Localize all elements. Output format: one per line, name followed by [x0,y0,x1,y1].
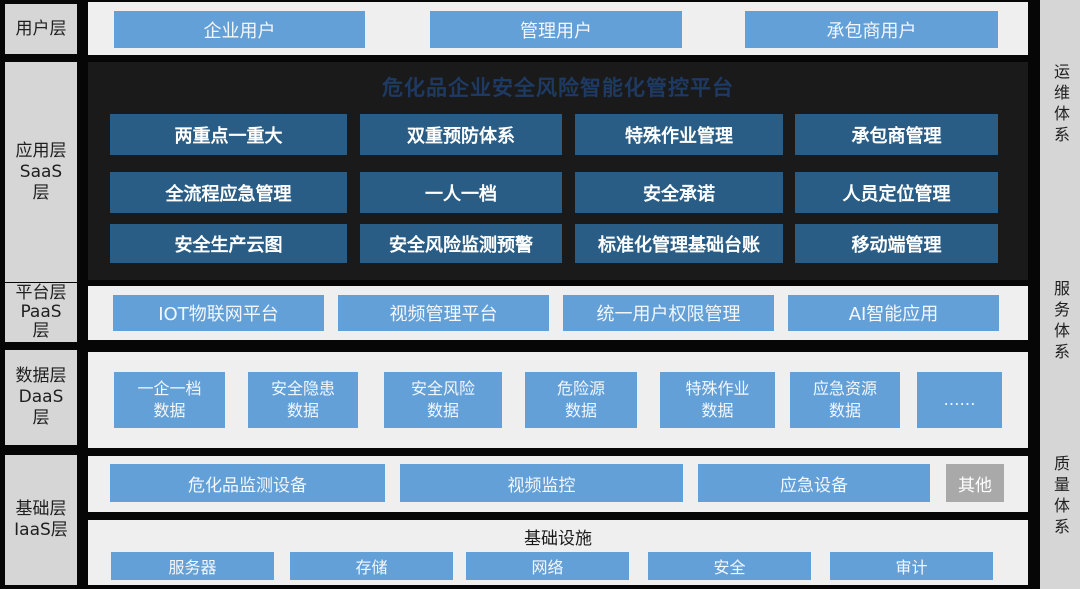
paas-panel: IOT物联网平台 视频管理平台 统一用户权限管理 AI智能应用 [88,286,1028,340]
layer-label-paas: 平台层 PaaS 层 [5,283,77,342]
layer-label-iaas: 基础层 IaaS层 [5,455,77,585]
system-label-service: 服务体系 [1051,280,1070,364]
user-btn-contractor: 承包商用户 [745,11,998,48]
daas-box-line: 数据 [701,401,734,420]
infra-panel: 基础设施 服务器 存储 网络 安全 审计 [88,520,1028,585]
daas-box-more: …… [917,372,1002,428]
module-safety-commitment: 安全承诺 [575,172,783,213]
layer-label-text: 层 [32,408,50,428]
infra-btn-network: 网络 [466,552,629,580]
iaas-btn-monitor-device: 危化品监测设备 [110,464,385,502]
layer-label-text: SaaS [19,161,63,182]
infra-title: 基础设施 [524,529,592,549]
system-label-quality: 质量体系 [1051,455,1070,539]
layer-label-text: DaaS [18,387,64,407]
layer-label-user: 用户层 [5,4,77,54]
daas-box-line: 安全风险 [410,379,475,398]
layer-label-text: 基础层 [15,499,67,519]
daas-box-line: 应急资源 [812,379,877,398]
daas-box-special-operation: 特殊作业 数据 [660,372,775,428]
iaas-btn-emergency-device: 应急设备 [698,464,930,502]
module-two-keys-one-major: 两重点一重大 [110,114,347,155]
daas-box-line: 一企一档 [137,379,202,398]
layer-label-text: 层 [32,321,50,341]
layer-label-text: 平台层 [15,283,67,303]
systems-strip: 运维体系 服务体系 质量体系 [1040,0,1080,589]
layer-label-text: IaaS层 [14,520,68,540]
layer-label-saas: 应用层 SaaS 层 [5,62,77,282]
module-special-operations: 特殊作业管理 [575,114,783,155]
layer-label-text: 层 [32,182,50,203]
module-standard-ledger: 标准化管理基础台账 [575,224,783,263]
ellipsis-label: …… [943,390,976,409]
user-btn-admin: 管理用户 [430,11,682,48]
daas-box-line: 安全隐患 [270,379,335,398]
daas-box-line: 数据 [153,401,186,420]
module-contractor-mgmt: 承包商管理 [795,114,998,155]
daas-box-line: 数据 [286,401,319,420]
infra-btn-storage: 存储 [290,552,453,580]
user-layer-panel: 企业用户 管理用户 承包商用户 [88,2,1028,55]
platform-title: 危化品企业安全风险智能化管控平台 [382,76,734,100]
daas-box-line: 数据 [828,401,861,420]
module-emergency-mgmt: 全流程应急管理 [110,172,347,213]
paas-btn-video: 视频管理平台 [338,295,549,331]
daas-box-hidden-danger: 安全隐患 数据 [248,372,358,428]
paas-btn-iot: IOT物联网平台 [113,295,324,331]
layer-label-text: 应用层 [15,140,67,161]
iaas-devices-panel: 危化品监测设备 视频监控 应急设备 其他 [88,456,1028,512]
paas-btn-ai: AI智能应用 [788,295,999,331]
infra-btn-server: 服务器 [111,552,274,580]
module-dual-prevention: 双重预防体系 [360,114,562,155]
module-mobile-mgmt: 移动端管理 [795,224,998,263]
layer-label-text: PaaS [20,302,62,322]
layer-label-text: 数据层 [15,366,67,386]
daas-box-line: 数据 [564,401,597,420]
daas-box-enterprise-file: 一企一档 数据 [114,372,225,428]
iaas-btn-video-surveillance: 视频监控 [400,464,683,502]
system-label-ops: 运维体系 [1051,63,1070,147]
module-safety-cloud-map: 安全生产云图 [110,224,347,263]
daas-panel: 一企一档 数据 安全隐患 数据 安全风险 数据 危险源 数据 特殊作业 数据 应… [88,352,1028,448]
daas-box-line: 危险源 [556,379,605,398]
layer-label-daas: 数据层 DaaS 层 [5,350,77,445]
layer-label-text: 用户层 [15,18,67,39]
module-personnel-location: 人员定位管理 [795,172,998,213]
daas-box-hazard-source: 危险源 数据 [525,372,637,428]
paas-btn-auth: 统一用户权限管理 [563,295,774,331]
daas-box-line: 数据 [426,401,459,420]
daas-box-emergency-resource: 应急资源 数据 [790,372,900,428]
module-one-person-one-file: 一人一档 [360,172,562,213]
user-btn-enterprise: 企业用户 [114,11,365,48]
infra-btn-audit: 审计 [830,552,993,580]
daas-box-safety-risk: 安全风险 数据 [384,372,502,428]
infra-btn-security: 安全 [648,552,811,580]
daas-box-line: 特殊作业 [685,379,750,398]
iaas-btn-other: 其他 [946,464,1004,502]
saas-panel: 危化品企业安全风险智能化管控平台 两重点一重大 双重预防体系 特殊作业管理 承包… [88,62,1028,280]
module-risk-monitoring: 安全风险监测预警 [360,224,562,263]
